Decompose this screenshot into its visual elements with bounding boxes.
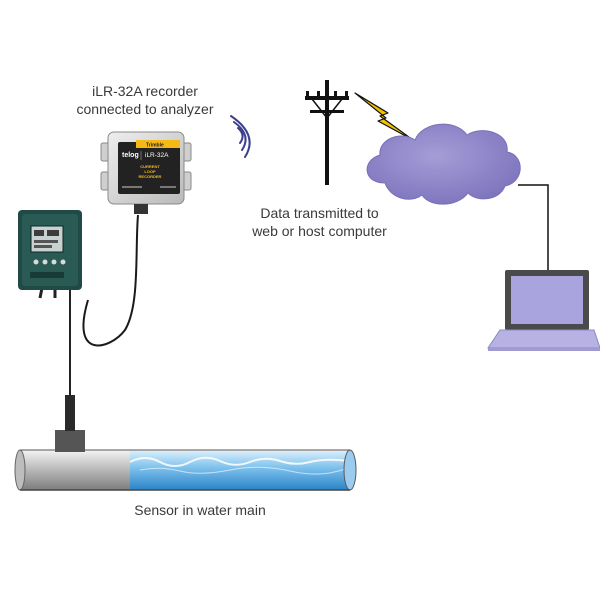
utility-pole-icon	[305, 80, 349, 185]
recorder-connector	[134, 204, 148, 214]
data-caption: Data transmitted to web or host computer	[232, 204, 407, 240]
lightning-bolt-icon	[354, 92, 414, 141]
recorder-caption-line1: iLR-32A recorder	[92, 83, 198, 99]
sensor	[55, 282, 85, 452]
recorder-brand: Trimble	[146, 143, 164, 149]
network-line	[518, 184, 549, 275]
laptop-keyboard	[487, 329, 600, 349]
recorder-subtitle-1: CURRENT	[140, 164, 160, 169]
data-caption-line1: Data transmitted to	[260, 205, 379, 221]
recorder-faceplate	[118, 142, 180, 194]
recorder-caption-line2: connected to analyzer	[76, 101, 214, 117]
recorder-brand-strip	[136, 140, 180, 148]
cloud-icon	[366, 123, 521, 205]
wireless-signal-icon	[230, 115, 251, 158]
laptop-icon	[487, 270, 600, 351]
data-caption-line2: web or host computer	[252, 223, 387, 239]
sensor-caption: Sensor in water main	[134, 502, 266, 518]
analyzer	[18, 210, 82, 299]
recorder-model: iLR-32A	[145, 152, 169, 159]
recorder-caption: iLR-32A recorder connected to analyzer	[50, 82, 240, 118]
water-main-pipe	[14, 449, 357, 491]
analyzer-cable	[82, 214, 139, 347]
laptop-screen	[511, 276, 583, 324]
analyzer-display	[30, 225, 64, 253]
recorder-subtitle-2: LOOP	[144, 169, 156, 174]
water-flow	[130, 451, 350, 489]
ilr32a-recorder: Trimble telog iLR-32A CURRENT LOOP RECOR…	[100, 131, 192, 214]
recorder-subtitle-3: RECORDER	[139, 174, 162, 179]
recorder-logo: telog	[122, 152, 139, 159]
